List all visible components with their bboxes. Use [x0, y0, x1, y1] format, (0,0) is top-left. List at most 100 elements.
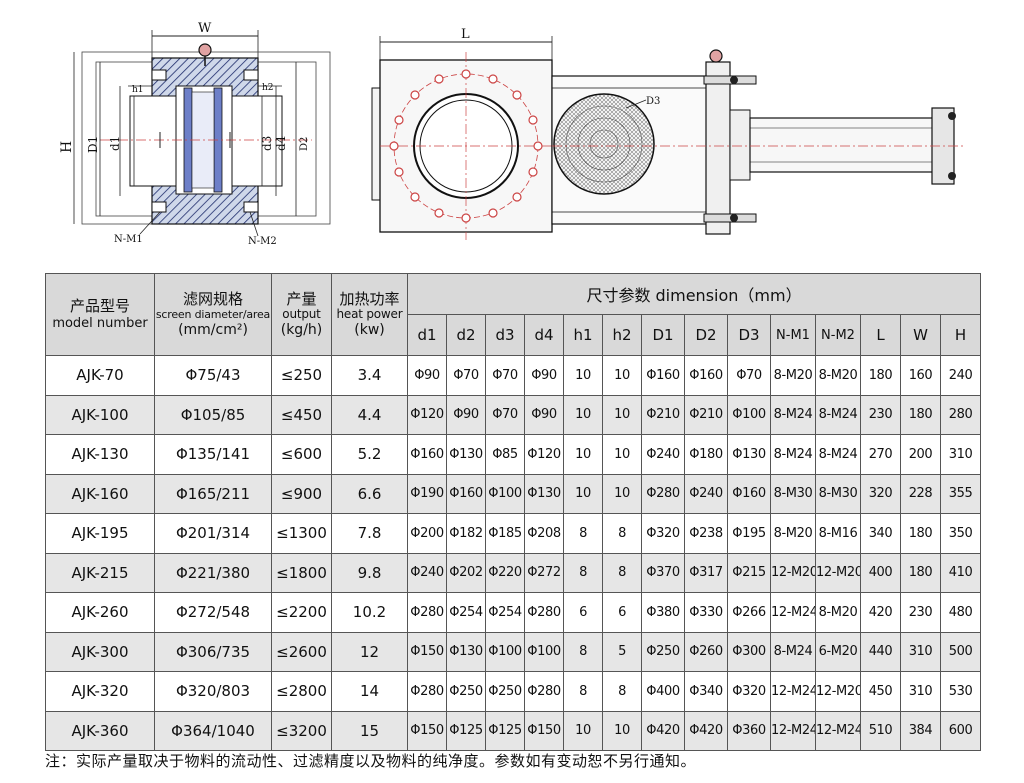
right-front-view — [371, 36, 964, 240]
cell-d4: Φ130 — [524, 473, 564, 514]
section-view-drawing: W H D1 d1 h1 h2 d3 d4 D2 N-M1 N-M2 L D3 — [59, 21, 964, 247]
header-screen-unit: (mm/cm²) — [178, 322, 248, 338]
cell-heat: 9.8 — [331, 552, 408, 593]
label-h1: h1 — [132, 85, 144, 95]
cell-d2: Φ125 — [446, 710, 486, 751]
cell-h1: 6 — [563, 592, 603, 633]
cell-d2: Φ254 — [446, 592, 486, 633]
header-heat-unit: (kw) — [354, 322, 385, 338]
label-d4: d4 — [274, 135, 288, 151]
cell-W: 310 — [900, 631, 941, 672]
cell-D3: Φ215 — [727, 552, 771, 593]
cell-d1: Φ150 — [407, 710, 447, 751]
cell-n-m1: 12-M24 — [770, 710, 816, 751]
cell-n-m2: 8-M24 — [815, 394, 861, 435]
cell-d1: Φ190 — [407, 473, 447, 514]
cell-L: 320 — [860, 473, 901, 514]
cell-screen: Φ105/85 — [154, 394, 272, 435]
cell-H: 350 — [939, 513, 982, 554]
cell-n-m1: 12-M24 — [770, 671, 816, 712]
cell-d2: Φ160 — [446, 473, 486, 514]
header-heat: 加热功率 heat power (kw) — [331, 273, 408, 356]
cell-d1: Φ280 — [407, 671, 447, 712]
cell-D2: Φ420 — [684, 710, 728, 751]
cell-h1: 8 — [563, 671, 603, 712]
cell-D1: Φ280 — [641, 473, 685, 514]
header-dim-D2: D2 — [684, 314, 728, 356]
cell-output: ≤1300 — [271, 513, 332, 554]
header-dim-d3: d3 — [485, 314, 525, 356]
cell-L: 340 — [860, 513, 901, 554]
cell-h1: 8 — [563, 552, 603, 593]
cell-n-m1: 8-M24 — [770, 394, 816, 435]
cell-screen: Φ272/548 — [154, 592, 272, 633]
cell-d3: Φ250 — [485, 671, 525, 712]
cell-n-m1: 8-M24 — [770, 631, 816, 672]
header-dim-L: L — [860, 314, 901, 356]
cell-L: 270 — [860, 434, 901, 475]
cell-h2: 10 — [602, 355, 642, 396]
cell-model: AJK-100 — [45, 394, 155, 435]
cell-output: ≤3200 — [271, 710, 332, 751]
cell-heat: 15 — [331, 710, 408, 751]
cell-W: 310 — [900, 671, 941, 712]
cell-output: ≤2800 — [271, 671, 332, 712]
cell-h1: 10 — [563, 434, 603, 475]
cell-d3: Φ185 — [485, 513, 525, 554]
cell-heat: 14 — [331, 671, 408, 712]
cell-L: 450 — [860, 671, 901, 712]
header-dim-H: H — [939, 314, 982, 356]
left-section-view — [73, 30, 331, 237]
cell-h1: 10 — [563, 710, 603, 751]
header-dim-d1: d1 — [407, 314, 447, 356]
cell-D2: Φ260 — [684, 631, 728, 672]
cell-n-m2: 12-M20 — [815, 552, 861, 593]
header-screen-cn: 滤网规格 — [182, 290, 243, 308]
cell-h2: 5 — [602, 631, 642, 672]
header-screen: 滤网规格 screen diameter/area (mm/cm²) — [154, 273, 272, 356]
cell-D2: Φ238 — [684, 513, 728, 554]
cell-d2: Φ90 — [446, 394, 486, 435]
label-d2: D2 — [299, 137, 310, 151]
cell-heat: 5.2 — [331, 434, 408, 475]
cell-d3: Φ220 — [485, 552, 525, 593]
header-screen-en: screen diameter/area — [155, 308, 271, 321]
header-dim-n-m2: N-M2 — [815, 314, 861, 356]
cell-d3: Φ125 — [485, 710, 525, 751]
cell-W: 230 — [900, 592, 941, 633]
cell-output: ≤1800 — [271, 552, 332, 593]
cell-d1: Φ90 — [407, 355, 447, 396]
cell-D3: Φ195 — [727, 513, 771, 554]
cell-d4: Φ120 — [524, 434, 564, 475]
header-heat-cn: 加热功率 — [339, 290, 400, 308]
header-dim-h2: h2 — [602, 314, 642, 356]
cell-D1: Φ370 — [641, 552, 685, 593]
cell-model: AJK-320 — [45, 671, 155, 712]
cell-h1: 8 — [563, 631, 603, 672]
cell-n-m1: 12-M20 — [770, 552, 816, 593]
cell-H: 500 — [939, 631, 982, 672]
cell-h2: 10 — [602, 394, 642, 435]
cell-W: 384 — [900, 710, 941, 751]
cell-screen: Φ135/141 — [154, 434, 272, 475]
cell-D1: Φ420 — [641, 710, 685, 751]
cell-H: 410 — [939, 552, 982, 593]
cell-H: 310 — [939, 434, 982, 475]
cell-output: ≤2200 — [271, 592, 332, 633]
cell-D2: Φ160 — [684, 355, 728, 396]
cell-d4: Φ280 — [524, 671, 564, 712]
cell-n-m2: 8-M20 — [815, 355, 861, 396]
cell-D3: Φ300 — [727, 631, 771, 672]
cell-n-m2: 8-M24 — [815, 434, 861, 475]
cell-model: AJK-300 — [45, 631, 155, 672]
cell-D3: Φ160 — [727, 473, 771, 514]
cell-output: ≤600 — [271, 434, 332, 475]
label-d3-screen: D3 — [646, 96, 660, 107]
cell-D2: Φ180 — [684, 434, 728, 475]
